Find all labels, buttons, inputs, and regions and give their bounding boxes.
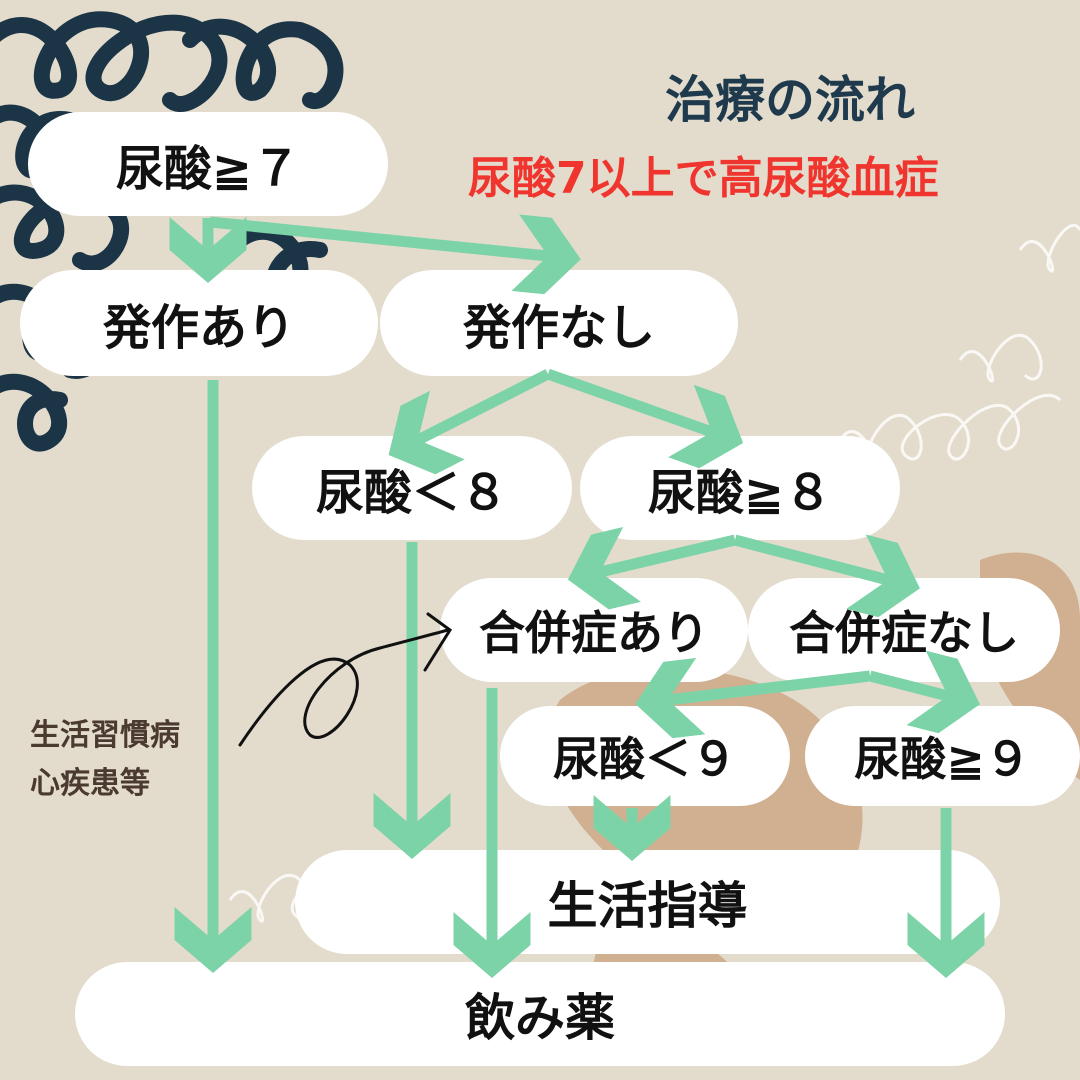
node-complication-absent: 合併症なし [748, 578, 1060, 682]
subtitle-hyperuricemia-definition: 尿酸7以上で高尿酸血症 [468, 153, 939, 204]
node-uric-acid-ge-8: 尿酸≧８ [580, 436, 900, 540]
node-uric-acid-lt-9: 尿酸＜９ [500, 706, 790, 806]
node-oral-medicine: 飲み薬 [75, 962, 1005, 1066]
node-attack-present: 発作あり [20, 270, 378, 376]
node-lifestyle-guidance: 生活指導 [295, 850, 1000, 954]
node-uric-acid-lt-8: 尿酸＜８ [252, 436, 572, 540]
node-complication-present: 合併症あり [440, 578, 748, 682]
node-uric-acid-ge-9: 尿酸≧９ [805, 706, 1080, 806]
node-uric-acid-ge-7: 尿酸≧７ [28, 112, 388, 216]
page-title: 治療の流れ [665, 71, 915, 129]
complication-examples-note: 生活習慣病 心疾患等 [30, 712, 180, 808]
note-line-2: 心疾患等 [30, 766, 150, 801]
note-line-1: 生活習慣病 [30, 718, 180, 753]
node-attack-absent: 発作なし [380, 270, 738, 376]
navy-scribble-pattern [0, 11, 344, 452]
